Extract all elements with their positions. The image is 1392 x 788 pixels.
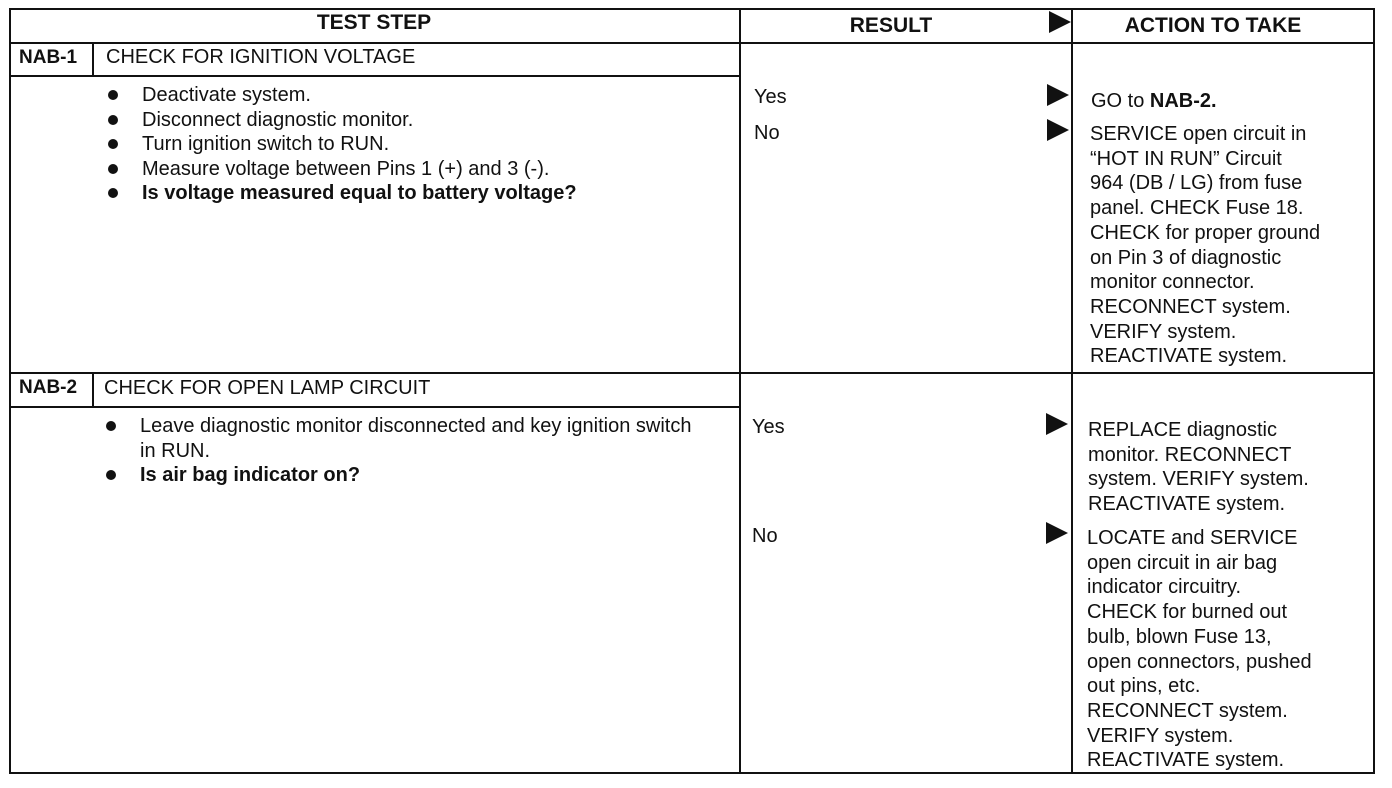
diagnostic-table	[9, 8, 1375, 774]
header-result: RESULT	[849, 14, 933, 37]
step-item: Disconnect diagnostic monitor.	[105, 108, 725, 133]
step-item: Deactivate system.	[105, 83, 725, 108]
action-no-nab2: LOCATE and SERVICE open circuit in air b…	[1087, 527, 1312, 772]
test-title-nab2: CHECK FOR OPEN LAMP CIRCUIT	[104, 377, 431, 399]
section-divider	[9, 372, 1375, 374]
test-id-nab2: NAB-2	[19, 377, 78, 398]
nab2-id-divider	[92, 372, 94, 407]
steps-nab2: Leave diagnostic monitor disconnected an…	[103, 414, 703, 488]
nab1-id-divider	[92, 42, 94, 76]
header-action: ACTION TO TAKE	[1124, 14, 1302, 37]
column-divider-test-result	[739, 8, 741, 774]
action-yes-nab1: GO to NAB-2.	[1091, 90, 1217, 112]
header-arrow-icon	[1049, 11, 1071, 33]
result-yes-nab2: Yes	[752, 416, 785, 438]
result-no-nab2: No	[752, 525, 778, 547]
header-divider	[9, 42, 1375, 44]
nab1-title-divider	[9, 75, 740, 77]
result-no-nab1: No	[754, 122, 780, 144]
result-arrow-icon	[1047, 119, 1069, 141]
nab2-title-divider	[9, 406, 740, 408]
result-yes-nab1: Yes	[754, 86, 787, 108]
test-title-nab1: CHECK FOR IGNITION VOLTAGE	[106, 46, 416, 68]
step-item: Turn ignition switch to RUN.	[105, 132, 725, 157]
test-id-nab1: NAB-1	[19, 47, 78, 68]
column-divider-result-action	[1071, 8, 1073, 774]
steps-nab1: Deactivate system. Disconnect diagnostic…	[105, 83, 725, 206]
result-arrow-icon	[1046, 413, 1068, 435]
result-arrow-icon	[1046, 522, 1068, 544]
step-item: Leave diagnostic monitor disconnected an…	[103, 414, 703, 463]
action-yes-nab2: REPLACE diagnostic monitor. RECONNECT sy…	[1088, 419, 1309, 516]
step-question: Is air bag indicator on?	[103, 463, 703, 488]
step-question: Is voltage measured equal to battery vol…	[105, 181, 725, 206]
step-item: Measure voltage between Pins 1 (+) and 3…	[105, 157, 725, 182]
result-arrow-icon	[1047, 84, 1069, 106]
header-test-step: TEST STEP	[316, 11, 432, 34]
action-no-nab1: SERVICE open circuit in “HOT IN RUN” Cir…	[1090, 123, 1321, 368]
